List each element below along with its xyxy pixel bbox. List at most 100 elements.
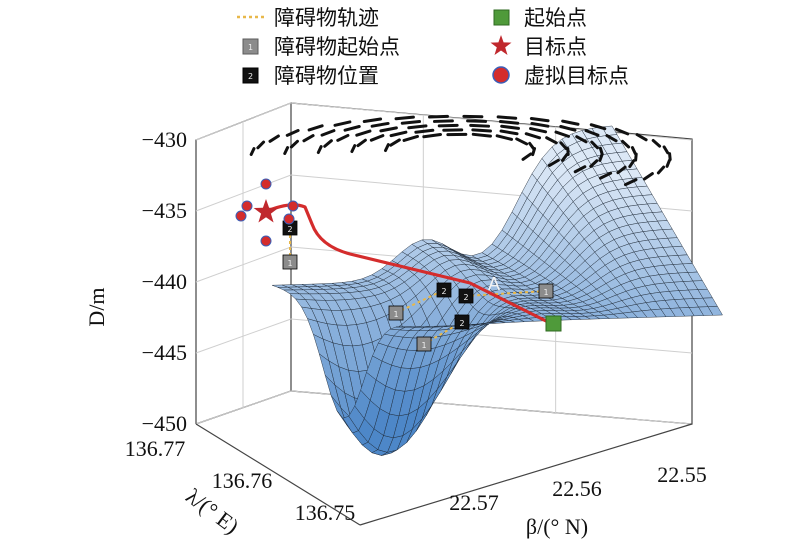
- black-cube-icon: 2: [236, 63, 266, 87]
- contour-arrow: [531, 118, 548, 120]
- contour-arrow: [563, 121, 578, 124]
- contour-arrow: [402, 122, 419, 124]
- contour-arrow: [434, 121, 452, 122]
- contour-arrow: [497, 136, 511, 140]
- beta-axis-label: β/(° N): [526, 514, 588, 539]
- contour-arrow: [358, 140, 365, 145]
- contour-arrow: [381, 128, 397, 131]
- marker-number: 2: [248, 72, 253, 81]
- contour-arrow: [498, 117, 516, 118]
- contour-arrow: [653, 140, 659, 146]
- legend-label: 虚拟目标点: [524, 60, 629, 90]
- contour-arrow: [471, 125, 489, 126]
- contour-arrow: [473, 130, 491, 131]
- legend-label: 目标点: [524, 31, 587, 61]
- contour-arrow: [500, 122, 517, 124]
- virtual-target-marker: [261, 236, 271, 246]
- grey-cube-icon: 1: [236, 34, 266, 58]
- contour-arrow: [667, 160, 669, 166]
- legend-item-obstacle-trajectory: 障碍物轨迹: [236, 2, 379, 32]
- contour-arrow: [670, 154, 671, 160]
- marker-number: 2: [441, 287, 446, 296]
- contour-arrow: [391, 132, 406, 135]
- contour-arrow: [600, 154, 602, 160]
- contour-arrow: [409, 126, 426, 128]
- contour-arrow: [664, 147, 668, 153]
- legend-label: 起始点: [524, 2, 587, 32]
- marker-number: 1: [248, 43, 253, 52]
- marker-number: 1: [543, 288, 548, 297]
- contour-arrow: [632, 148, 635, 154]
- contour-arrow: [424, 135, 441, 137]
- legend-item-start-point: 起始点: [486, 2, 587, 32]
- contour-arrow: [430, 116, 448, 117]
- z-tick-label: −450: [142, 411, 187, 436]
- contour-arrow: [270, 136, 278, 141]
- beta-tick-label: 22.55: [657, 462, 707, 487]
- contour-arrow: [644, 174, 652, 179]
- contour-arrow: [561, 127, 575, 131]
- marker-number: 1: [421, 341, 426, 350]
- z-tick-label: −435: [142, 198, 187, 223]
- beta-tick-label: 22.57: [449, 490, 499, 515]
- contour-arrow: [547, 138, 557, 143]
- marker-number: 1: [287, 259, 292, 268]
- legend-item-virtual-target: 虚拟目标点: [486, 60, 629, 90]
- contour-arrow: [416, 130, 433, 132]
- contour-arrow: [364, 119, 380, 122]
- contour-arrow: [523, 154, 531, 159]
- contour-arrow: [404, 136, 417, 140]
- contour-arrow: [352, 146, 355, 152]
- green-cube-icon: [486, 5, 516, 29]
- contour-arrow: [636, 154, 637, 160]
- contour-arrow: [325, 141, 332, 147]
- legend-item-target-point: 目标点: [486, 31, 587, 61]
- start-point-marker: [546, 316, 561, 331]
- contour-arrow: [526, 134, 539, 138]
- contour-arrow: [251, 149, 254, 155]
- marker-number: 2: [463, 293, 468, 302]
- contour-arrow: [357, 131, 370, 135]
- target-point-star: [254, 199, 279, 223]
- virtual-target-marker: [261, 179, 271, 189]
- z-axis-label: D/m: [84, 287, 109, 326]
- legend-label: 障碍物轨迹: [274, 2, 379, 32]
- contour-arrow: [309, 126, 322, 130]
- contour-arrow: [556, 132, 568, 136]
- lambda-tick-label: 136.76: [212, 468, 273, 493]
- contour-arrow: [338, 135, 348, 140]
- virtual-target-marker: [284, 214, 294, 224]
- virtual-target-marker: [288, 201, 298, 211]
- contour-arrow: [318, 147, 321, 153]
- contour-arrow: [291, 141, 297, 147]
- contour-arrow: [396, 117, 413, 119]
- lambda-tick-label: 136.77: [125, 436, 186, 461]
- contour-arrow: [468, 121, 486, 122]
- legend-label: 障碍物位置: [274, 60, 379, 90]
- contour-arrow: [322, 131, 334, 136]
- marker-number: 2: [459, 319, 464, 328]
- marker-number: 2: [287, 225, 292, 234]
- lambda-tick-label: 136.75: [295, 500, 356, 525]
- contour-arrow: [285, 148, 288, 154]
- contour-arrow: [391, 140, 400, 145]
- virtual-target-marker: [242, 201, 252, 211]
- contour-arrow: [502, 126, 519, 128]
- circle-icon: [486, 63, 516, 87]
- contour-arrow: [345, 127, 359, 131]
- beta-tick-label: 22.56: [552, 476, 602, 501]
- contour-arrow: [335, 122, 350, 125]
- virtual-target-marker: [236, 211, 246, 221]
- z-tick-label: −445: [142, 340, 187, 365]
- beta-axis-line: [360, 424, 692, 525]
- contour-arrow: [533, 149, 535, 155]
- legend-item-obstacle-start: 1 障碍物起始点: [236, 31, 400, 61]
- contour-arrow: [372, 123, 388, 126]
- dashed-line-icon: [236, 5, 266, 29]
- legend-item-obstacle-position: 2 障碍物位置: [236, 60, 379, 90]
- legend: 障碍物轨迹 1 障碍物起始点 2 障碍物位置 起始点 目标点: [236, 2, 716, 88]
- star-icon: [486, 34, 516, 58]
- z-tick-label: −440: [142, 269, 187, 294]
- annotation-label-a: A: [488, 274, 500, 294]
- contour-arrow: [501, 131, 517, 134]
